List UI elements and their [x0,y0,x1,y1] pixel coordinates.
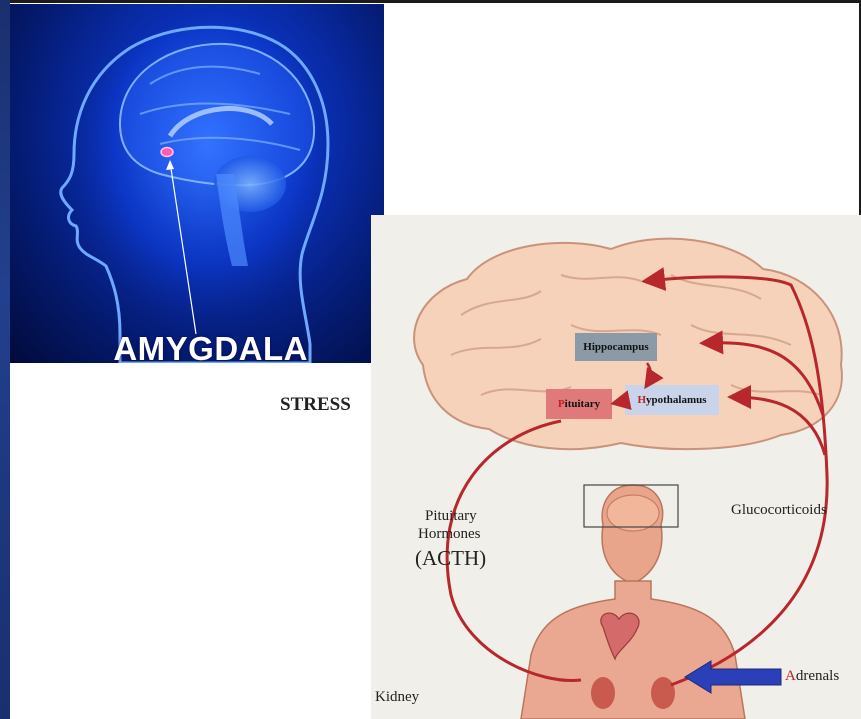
amygdala-head-image: AMYGDALA [10,4,384,363]
adrenals-label: Adrenals [785,668,839,685]
stress-label: STRESS [280,394,351,416]
acth-label: (ACTH) [415,546,486,571]
hippocampus-label: Hippocampus [575,333,657,361]
slide-left-border [0,0,10,719]
amygdala-label: AMYGDALA [10,330,308,363]
slide-top-border [10,0,861,3]
hpa-axis-illustration [371,215,861,719]
amygdala-highlight [161,148,173,157]
kidney-label: Kidney [375,689,419,706]
head-illustration [10,4,384,363]
pituitary-hormones-line2: Hormones [418,526,481,543]
glucocorticoids-label: Glucocorticoids [731,502,827,519]
pituitary-hormones-line1: Pituitary [425,508,477,525]
